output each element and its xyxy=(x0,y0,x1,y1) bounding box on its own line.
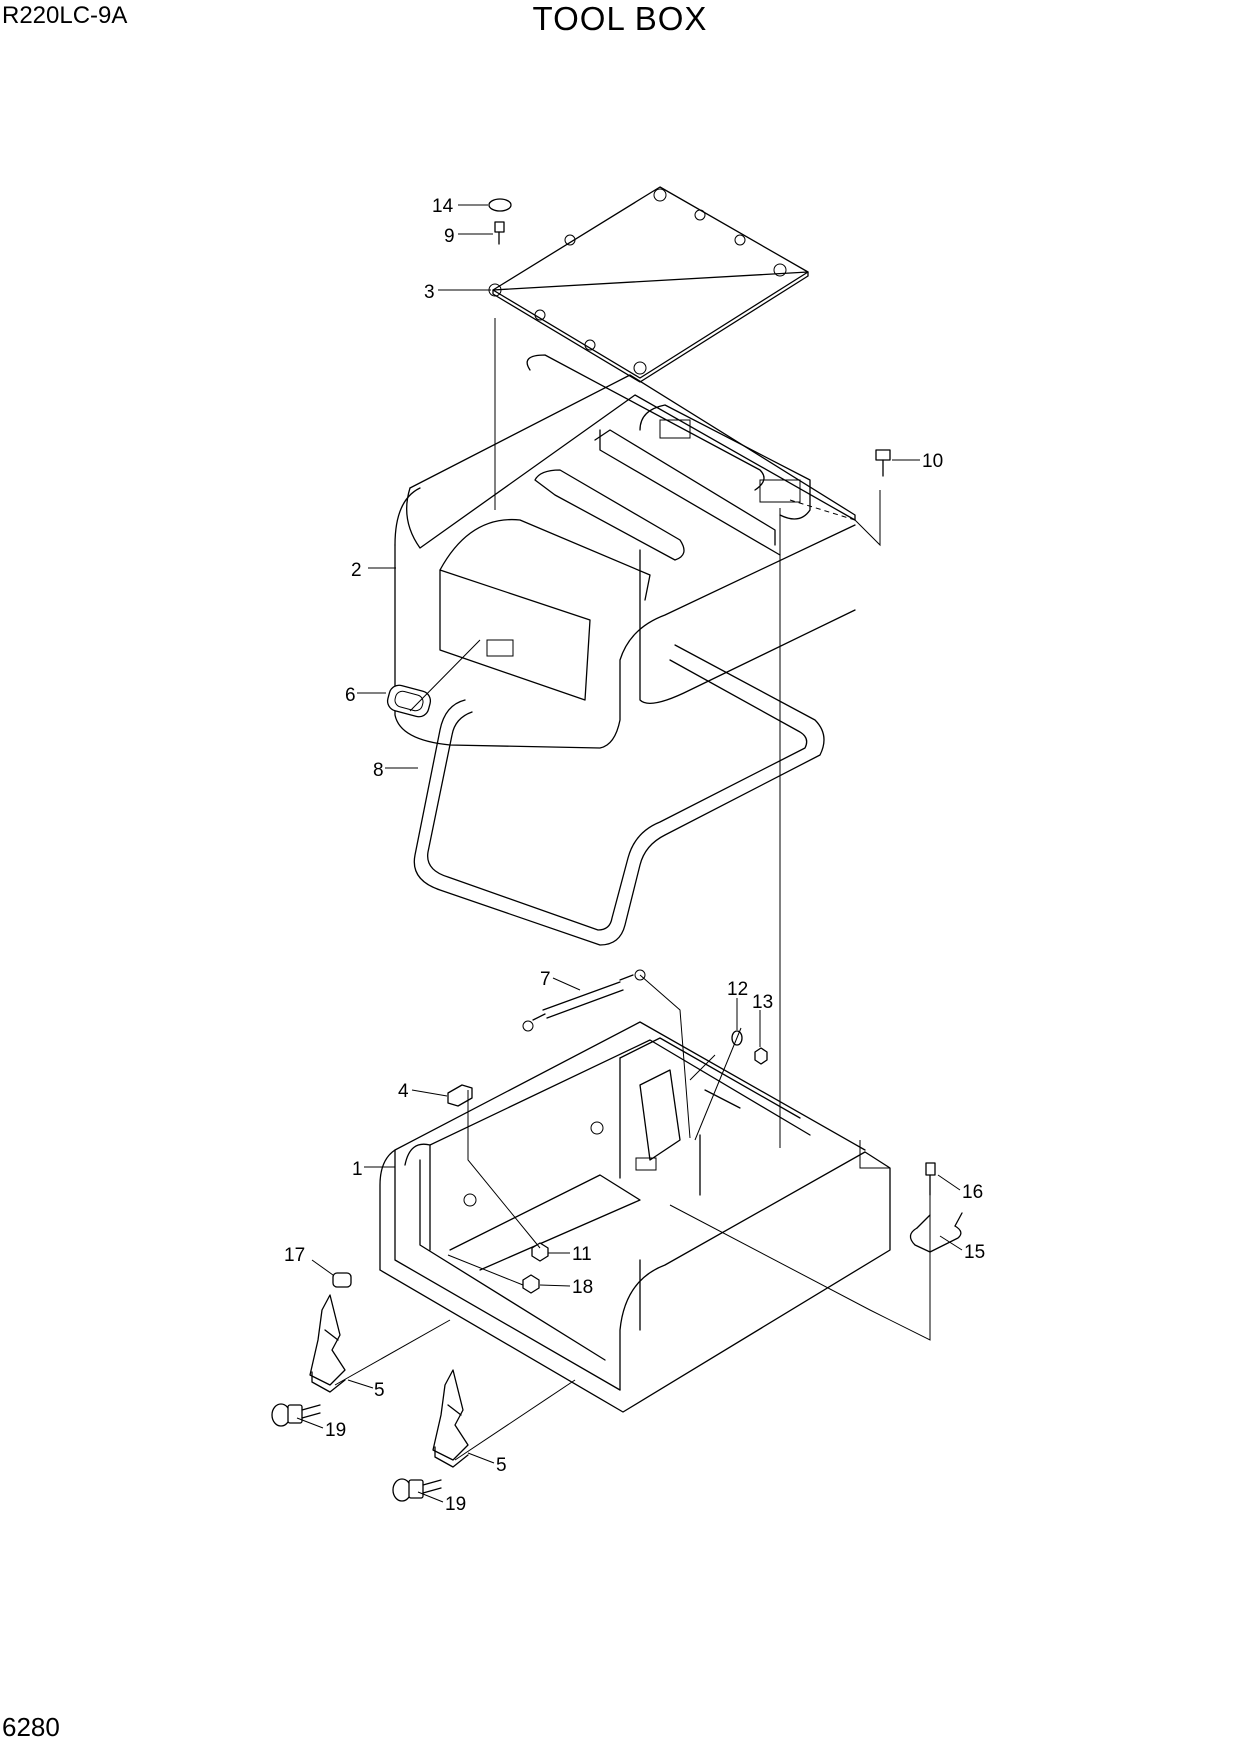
callout-5-left: 5 xyxy=(374,1380,385,1401)
part-15-catch xyxy=(909,1212,963,1253)
leader-lines xyxy=(296,204,963,1503)
part-6-plug xyxy=(386,684,432,718)
part-19-bolt-left xyxy=(271,1403,321,1427)
callout-2: 2 xyxy=(351,560,362,581)
part-18-nut xyxy=(522,1274,540,1294)
part-5-latch-right xyxy=(432,1369,469,1468)
callout-4: 4 xyxy=(398,1081,409,1102)
callout-3: 3 xyxy=(424,282,435,303)
callout-8: 8 xyxy=(373,760,384,781)
callout-10: 10 xyxy=(922,451,943,472)
part-9-bolt xyxy=(494,221,505,245)
callout-9: 9 xyxy=(444,226,455,247)
callout-16: 16 xyxy=(962,1182,983,1203)
part-16-screw xyxy=(925,1162,936,1196)
part-13-nut xyxy=(754,1047,768,1065)
part-7-gas-spring xyxy=(522,969,646,1032)
page-title: TOOL BOX xyxy=(532,0,708,37)
part-11-nut xyxy=(531,1242,549,1262)
part-8-seal xyxy=(413,644,825,946)
page-number: 6280 xyxy=(2,1712,60,1742)
callout-6: 6 xyxy=(345,685,356,706)
assembly-lines xyxy=(334,318,931,1461)
part-10-bolt xyxy=(875,449,891,477)
callout-15: 15 xyxy=(964,1242,985,1263)
part-4-bumper xyxy=(447,1084,473,1107)
callout-12: 12 xyxy=(727,979,748,1000)
callout-14: 14 xyxy=(432,196,454,217)
model-number: R220LC-9A xyxy=(2,2,128,29)
callout-17: 17 xyxy=(284,1245,305,1266)
callout-18: 18 xyxy=(572,1277,593,1298)
callout-7: 7 xyxy=(540,969,551,990)
callout-19-left: 19 xyxy=(325,1420,346,1441)
part-1-body xyxy=(379,1021,891,1413)
callout-11: 11 xyxy=(572,1244,592,1265)
part-2-cover xyxy=(394,354,856,749)
part-3-perforated-mat xyxy=(488,186,809,383)
part-17-stopper xyxy=(332,1272,352,1288)
part-5-latch-left xyxy=(309,1294,346,1393)
callout-19-right: 19 xyxy=(445,1494,466,1515)
callout-13: 13 xyxy=(752,992,773,1013)
callout-1: 1 xyxy=(352,1159,363,1180)
callout-5-right: 5 xyxy=(496,1455,507,1476)
callout-labels: 14 9 3 10 2 6 8 7 12 13 4 1 16 15 11 17 … xyxy=(284,196,985,1515)
part-19-bolt-right xyxy=(392,1478,442,1502)
part-14-cap xyxy=(488,198,512,212)
